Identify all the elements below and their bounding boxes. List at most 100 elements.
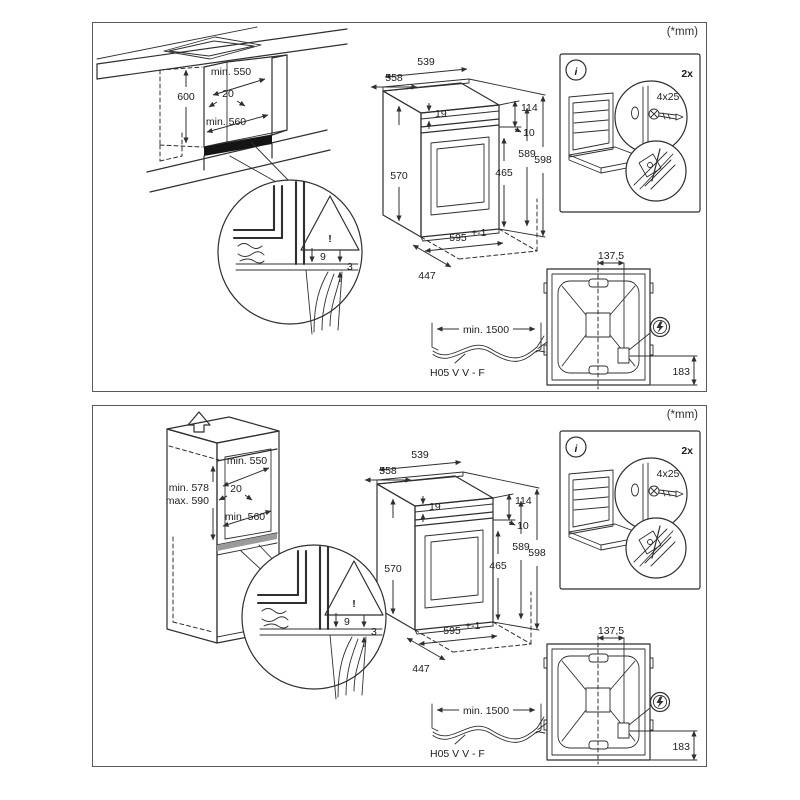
dim-body-height: 589 [512, 541, 530, 553]
detail-dimensions: 9 3 [333, 613, 377, 647]
dim-door-height: 465 [495, 167, 513, 179]
niche-dimensions: 600 min. 550 20 min. 560 [177, 66, 269, 144]
kit-border [559, 430, 701, 590]
dim-niche-depth: min. 560 [225, 511, 265, 523]
rear-view: 137,5 183 [543, 625, 698, 765]
dim-top-clearance: 19 [429, 501, 441, 513]
pullout-footprint [420, 198, 538, 260]
oven-dimensions: 539 558 19 570 114 10 465 589 598 595 +-… [364, 449, 546, 675]
screw-icon [648, 108, 684, 121]
power-cable: min. 1500 H05 V V - F [430, 322, 548, 379]
pullout-footprint [414, 591, 532, 653]
niche-dimensions: min. 578 max. 590 min. 550 20 min. 560 [166, 455, 272, 541]
cable-length: min. 1500 [463, 705, 509, 717]
cabinet-diagram: min. 578 max. 590 min. 550 20 min. 560 [166, 411, 316, 644]
screw-size: 4x25 [657, 468, 680, 480]
detail-dimensions: 9 3 [309, 248, 353, 282]
electrical-connection-icon [649, 691, 671, 713]
dim-control-height: 114 [521, 102, 538, 114]
dim-niche-depth: min. 560 [206, 116, 246, 128]
rear-dimensions: 137,5 183 [597, 625, 698, 761]
wood-grain [261, 608, 365, 698]
dim-conduit-y: 183 [672, 741, 690, 753]
dim-gap-below-control: 10 [523, 127, 535, 139]
hidden-edges [159, 66, 203, 162]
icon-leader [628, 332, 651, 351]
trim-detail: ! 9 3 [241, 544, 387, 700]
dim-side-height: 570 [384, 563, 402, 575]
screw-detail: 4x25 [614, 80, 688, 154]
detail-circle [241, 544, 387, 690]
info-icon: i [565, 59, 587, 81]
dim-width: 539 [417, 56, 435, 68]
dim-gap-below-control: 10 [517, 520, 529, 532]
hidden-edges [168, 445, 220, 633]
oven-diagram: 539 558 19 570 114 10 465 589 598 595 +-… [370, 56, 552, 282]
electrical-connection-icon [649, 316, 671, 338]
svg-text:i: i [575, 66, 579, 78]
dim-total-height: 598 [528, 547, 546, 559]
panel-under-counter: (*mm) [92, 22, 707, 392]
oven-dimensions: 539 558 19 570 114 10 465 589 598 595 +-… [370, 56, 552, 282]
kit-border [559, 53, 701, 213]
vent-strip [204, 135, 272, 156]
dim-niche-height: 600 [177, 91, 195, 103]
warning-sign: ! [300, 195, 360, 251]
cable-art [431, 322, 548, 364]
dim-conduit-x: 137,5 [598, 625, 624, 637]
dim-front-width: 595 [449, 232, 467, 244]
warning-triangle-icon [324, 560, 384, 616]
units-note: (*mm) [666, 409, 698, 421]
warning-triangle-icon [300, 195, 360, 251]
dim-conduit-y: 183 [672, 366, 690, 378]
dim-niche-width: min. 550 [211, 66, 251, 78]
screw-icon [648, 485, 684, 498]
hob-cutout [163, 36, 262, 60]
kit-quantity: 2x [681, 68, 693, 80]
wire-ends [536, 335, 548, 353]
dim-niche-height-min: min. 578 [169, 482, 209, 494]
trim-strip [235, 263, 359, 335]
dim-door-height: 465 [489, 560, 507, 572]
dim-depth: 558 [385, 72, 403, 84]
cable-art [431, 703, 548, 745]
cable-length: min. 1500 [463, 324, 509, 336]
mounting-kit-box: i 2x 4x25 [559, 53, 701, 213]
dim-top-clearance: 19 [435, 108, 447, 120]
dim-front-width-tol: +-1 [471, 227, 487, 239]
oven-diagram: 539 558 19 570 114 10 465 589 598 595 +-… [364, 449, 546, 675]
cable-type: H05 V V - F [430, 367, 485, 379]
oven-outline [376, 471, 494, 635]
worktop-outline [96, 26, 348, 80]
junction-box [617, 347, 630, 364]
dim-base-depth: 447 [418, 270, 436, 282]
detail-circle [217, 179, 363, 325]
dim-niche-height-max: max. 590 [166, 495, 209, 507]
warning-exclamation: ! [352, 598, 356, 610]
fixing-detail [625, 517, 687, 579]
dim-rear-gap: 20 [222, 88, 234, 100]
wood-grain [237, 243, 341, 333]
trim-detail: ! 9 3 [217, 179, 363, 335]
dim-control-height: 114 [515, 495, 532, 507]
warning-exclamation: ! [328, 233, 332, 245]
dim-conduit-x: 137,5 [598, 250, 624, 262]
dim-trim-thickness: 3 [347, 261, 353, 273]
svg-text:i: i [575, 443, 579, 455]
trim-strip [259, 628, 383, 700]
dim-overhang: 9 [344, 616, 350, 628]
up-arrow-icon [187, 411, 211, 433]
oven-outline [382, 78, 500, 242]
extension-lines [462, 471, 540, 631]
warning-sign: ! [324, 560, 384, 616]
kit-quantity: 2x [681, 445, 693, 457]
dim-trim-thickness: 3 [371, 626, 377, 638]
icon-leader [628, 707, 651, 726]
cable-type: H05 V V - F [430, 748, 485, 760]
dim-side-height: 570 [390, 170, 408, 182]
units-note: (*mm) [666, 26, 698, 38]
dim-width: 539 [411, 449, 429, 461]
dim-body-height: 589 [518, 148, 536, 160]
dim-depth: 558 [379, 465, 397, 477]
